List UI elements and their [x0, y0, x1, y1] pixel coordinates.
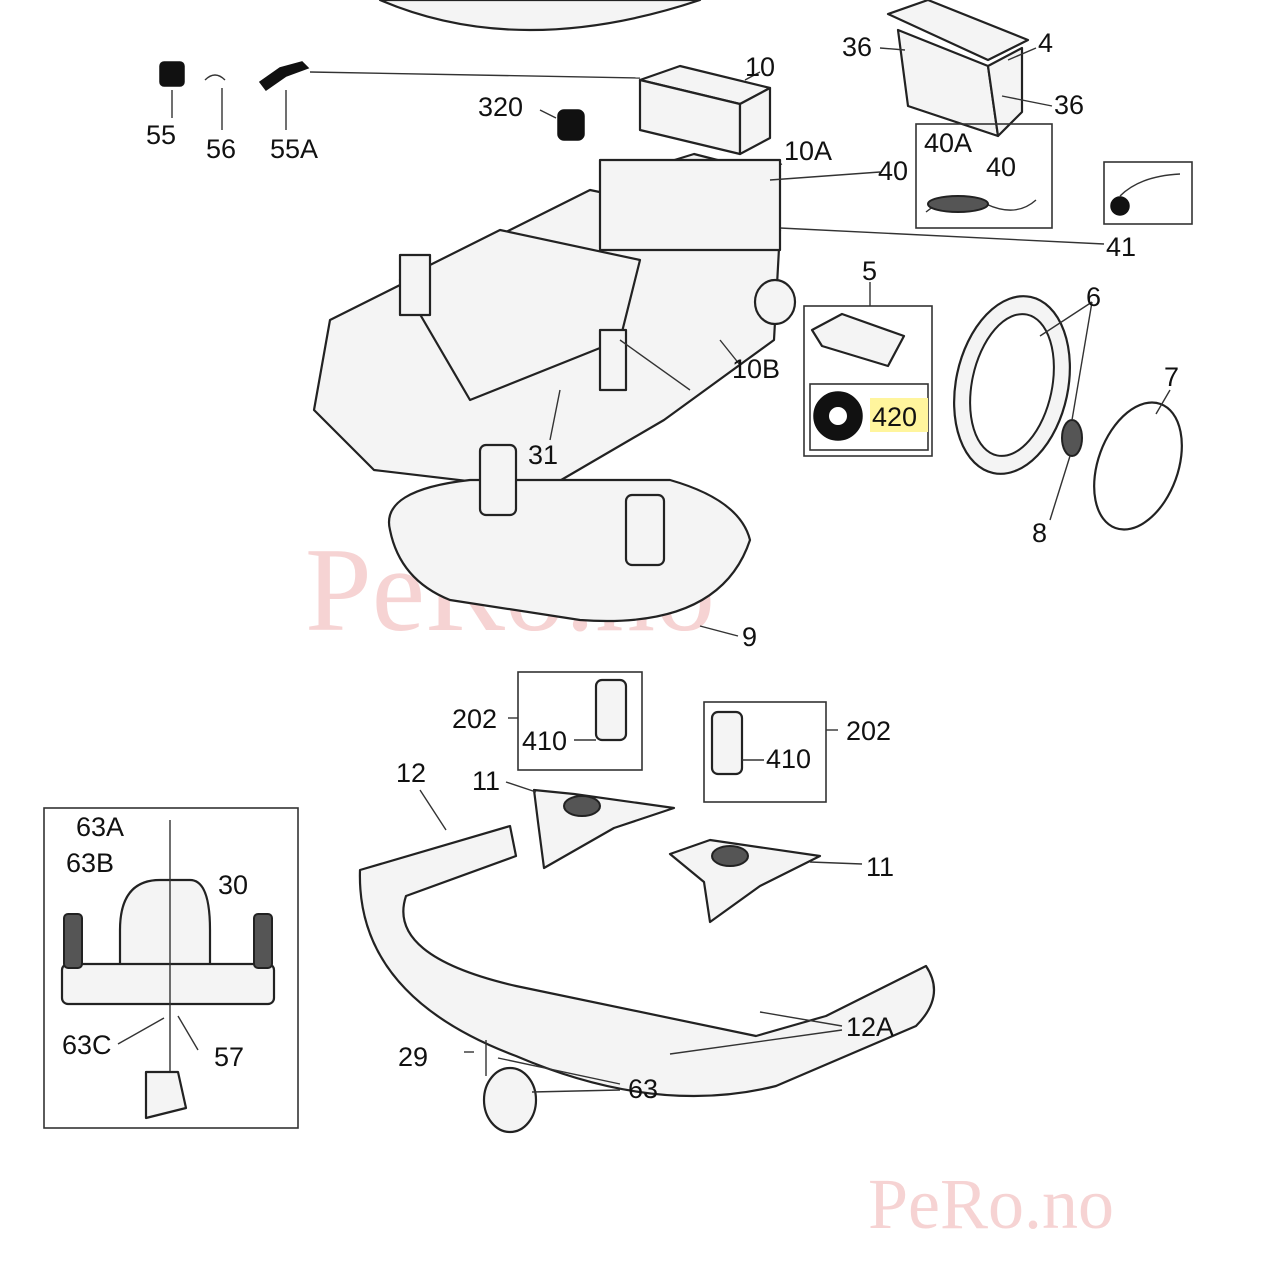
label-41: 41 [1106, 232, 1136, 262]
label-56: 56 [206, 134, 236, 164]
kit-box-30 [43, 807, 299, 1129]
part-41-sensor [1110, 196, 1130, 216]
part-55a-clip [258, 61, 310, 92]
part-40-board-frame [598, 158, 782, 252]
label-36-bottom: 36 [1054, 90, 1084, 120]
label-40A: 40A [924, 128, 972, 158]
kit-box-202-left [517, 671, 643, 771]
label-10a: 10A [784, 136, 832, 166]
part-410-motor-right [710, 710, 744, 776]
part-4-box-side [986, 46, 1024, 138]
label-5: 5 [862, 256, 877, 286]
label-11-left: 11 [472, 766, 500, 796]
label-12: 12 [396, 758, 426, 788]
label-55: 55 [146, 120, 176, 150]
label-63B: 63B [66, 848, 114, 878]
label-31: 31 [528, 440, 558, 470]
label-10b: 10B [732, 354, 780, 384]
label-63: 63 [628, 1074, 658, 1104]
label-63C: 63C [62, 1030, 112, 1060]
label-6: 6 [1086, 282, 1101, 312]
part-57-bracket [144, 1070, 188, 1120]
part-10b-shaft [753, 278, 797, 326]
label-36-top: 36 [842, 32, 872, 62]
label-420: 420 [872, 402, 917, 432]
part-12-skirt [358, 824, 936, 1098]
part-40a-coil [927, 195, 989, 213]
part-9-motor-post-left [478, 443, 518, 517]
watermark-corner: PeRo.no [868, 1164, 1114, 1244]
part-55-plug [159, 61, 185, 87]
label-40-kit: 40 [986, 152, 1016, 182]
kit-box-40 [915, 123, 1053, 229]
part-420-highlight [870, 398, 928, 432]
label-8: 8 [1032, 518, 1047, 548]
label-10: 10 [745, 52, 775, 82]
part-7-hubcap [1093, 401, 1183, 531]
label-12A: 12A [846, 1012, 894, 1042]
part-11-blade-disc-right [668, 838, 822, 924]
label-4: 4 [1038, 28, 1053, 58]
label-63A: 63A [76, 812, 124, 842]
part-31-bracket-left [398, 253, 432, 317]
part-30-screw-left [63, 913, 83, 969]
part-8-gear [1061, 419, 1083, 457]
part-410-motor-left [594, 678, 628, 742]
label-57: 57 [214, 1042, 244, 1072]
label-11-right: 11 [866, 852, 894, 882]
part-4-frame-top [886, 0, 1030, 62]
part-10-battery-side [738, 86, 772, 156]
part-56-spring [204, 74, 226, 81]
part-10b-rod [619, 339, 691, 391]
label-202-left: 202 [452, 704, 497, 734]
label-320: 320 [478, 92, 523, 122]
kit-box-202-right [703, 701, 827, 803]
label-40-main: 40 [878, 156, 908, 186]
label-29: 29 [398, 1042, 428, 1072]
label-30: 30 [218, 870, 248, 900]
kit-box-41 [1103, 161, 1193, 225]
part-30-height-adjuster [118, 878, 212, 992]
label-410-right: 410 [766, 744, 811, 774]
label-410-left: 410 [522, 726, 567, 756]
part-31-bracket-right [598, 328, 628, 392]
part-5-motor [810, 312, 906, 368]
part-31-chassis-deck [398, 228, 642, 402]
part-11-blade-disc-left [532, 788, 676, 870]
part-320-cap [557, 109, 585, 141]
label-9: 9 [742, 622, 757, 652]
kit-box-5 [803, 305, 933, 457]
part-30-screw-right [253, 913, 273, 969]
label-7: 7 [1164, 362, 1179, 392]
part-30-base [60, 962, 276, 1006]
label-202-right: 202 [846, 716, 891, 746]
label-55a: 55A [270, 134, 318, 164]
part-63-front-wheel [482, 1066, 538, 1134]
part-9-motor-post-right [624, 493, 666, 567]
top-cover-fragment [378, 0, 702, 32]
